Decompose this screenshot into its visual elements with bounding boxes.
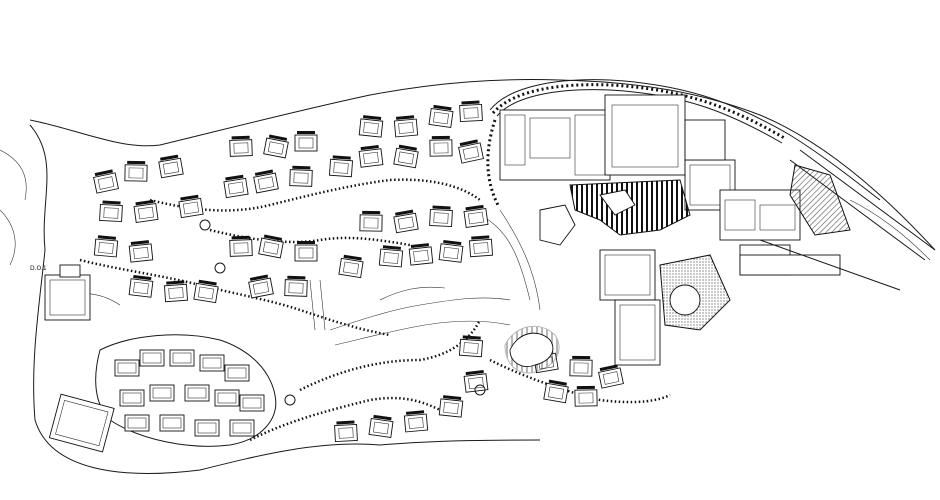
villa-unit — [463, 204, 489, 228]
villa-unit — [338, 254, 364, 279]
villa-unit — [543, 379, 569, 404]
villa-unit — [294, 241, 318, 262]
villa-unit — [263, 134, 289, 159]
villa-unit — [229, 135, 253, 157]
villa-unit — [378, 245, 404, 268]
villa-unit — [359, 210, 383, 232]
villa-unit — [124, 160, 148, 182]
villa-unit — [178, 194, 204, 219]
villa-unit — [459, 100, 483, 123]
housing-block — [239, 394, 265, 412]
villa-unit — [328, 155, 354, 178]
villa-unit — [368, 414, 394, 438]
perimeter-road — [486, 79, 881, 206]
villa-unit — [393, 209, 419, 234]
villa-unit — [393, 144, 419, 169]
villa-unit — [294, 131, 318, 152]
housing-block — [224, 364, 250, 382]
villa-unit — [438, 239, 464, 263]
villa-unit — [223, 174, 249, 199]
villa-unit — [408, 243, 434, 266]
sw-housing-block — [95, 334, 277, 447]
villa-unit — [258, 234, 284, 259]
villa-unit — [99, 200, 123, 223]
villa-unit — [458, 335, 484, 358]
west-tag-label: D.O.1 — [30, 265, 47, 272]
villa-unit — [128, 274, 154, 298]
housing-block — [214, 389, 240, 407]
housing-block — [159, 414, 185, 432]
east-access-road — [759, 149, 936, 291]
villa-unit — [284, 275, 308, 297]
villa-unit — [93, 235, 119, 258]
villa-unit — [128, 240, 154, 263]
villa-unit — [289, 165, 313, 187]
valley-creek — [329, 286, 511, 346]
housing-block — [199, 354, 225, 372]
west-building: D.O.1 — [30, 264, 91, 321]
villa-unit — [463, 369, 489, 393]
villa-unit — [253, 169, 279, 194]
internal-roads — [79, 178, 671, 442]
housing-block — [149, 384, 175, 402]
villa-unit — [358, 115, 384, 138]
lagoon-pool — [504, 325, 560, 374]
villa-unit — [598, 364, 624, 389]
housing-block — [124, 414, 150, 432]
villa-unit — [193, 279, 219, 304]
housing-block — [229, 419, 255, 437]
villa-unit — [158, 154, 184, 179]
villa-unit — [569, 355, 593, 377]
villa-unit — [403, 410, 429, 433]
villa-unit — [133, 199, 159, 223]
villa-unit — [358, 144, 384, 168]
housing-block — [169, 349, 195, 367]
villa-unit — [393, 115, 419, 138]
roundabouts — [199, 219, 486, 406]
villa-unit — [163, 280, 189, 303]
housing-block — [114, 359, 140, 377]
villa-unit — [468, 235, 494, 258]
housing-block — [184, 384, 210, 402]
villa-unit — [248, 274, 274, 299]
villa-clusters — [93, 100, 624, 443]
villa-unit — [334, 420, 358, 443]
villa-unit — [229, 235, 253, 257]
villa-unit — [438, 395, 464, 418]
housing-block — [139, 349, 165, 367]
south-long-building — [48, 393, 115, 453]
resort-main-complex — [499, 94, 801, 241]
parking-plaza — [599, 164, 851, 366]
villa-unit — [574, 385, 598, 407]
villa-unit — [458, 139, 484, 164]
villa-unit — [93, 169, 119, 194]
housing-block — [194, 419, 220, 437]
villa-unit — [429, 205, 453, 228]
housing-block — [119, 389, 145, 407]
pool-plaza — [539, 179, 691, 246]
villa-unit — [429, 135, 453, 157]
villa-unit — [428, 104, 454, 128]
